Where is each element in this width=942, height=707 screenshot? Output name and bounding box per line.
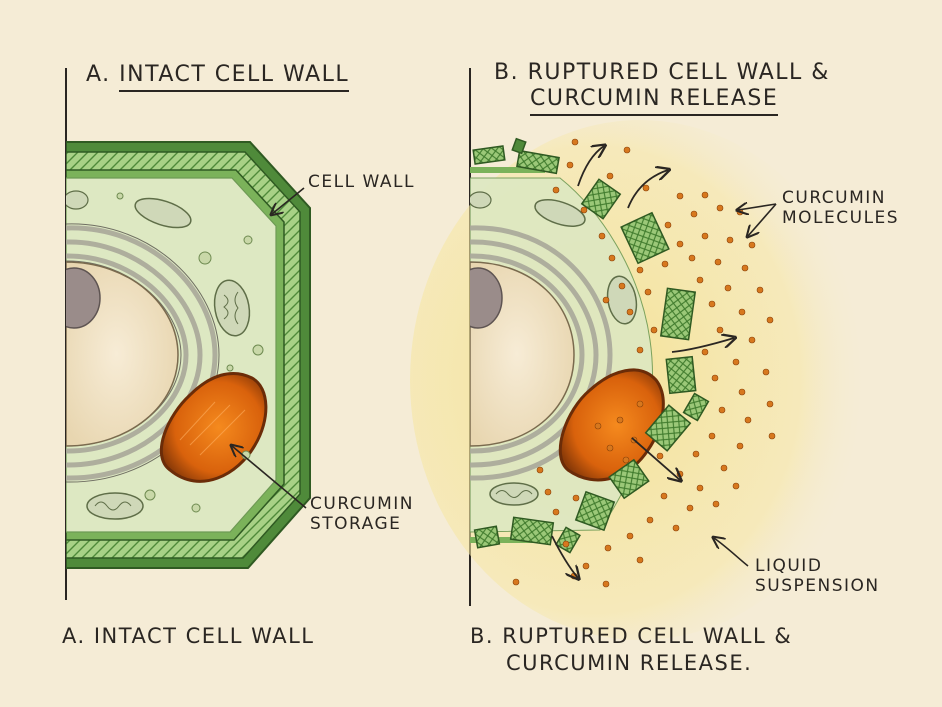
liquid-pointer (714, 538, 749, 567)
panel-b-caption: B. RUPTURED CELL WALL & CURCUMIN RELEASE… (470, 624, 792, 676)
intact-mitochondria (66, 190, 251, 520)
label-curcumin-molecules-line1: CURCUMIN (782, 188, 886, 208)
label-liquid-suspension: LIQUID SUSPENSION (755, 556, 880, 597)
panel-b-title-line1: B. RUPTURED CELL WALL & (494, 60, 830, 85)
label-curcumin-storage: CURCUMIN STORAGE (310, 494, 414, 535)
intact-curcumin-texture (179, 401, 246, 456)
cell-wall-pointer (272, 187, 305, 214)
panel-b-title-line2-wrap: CURCUMIN RELEASE (530, 86, 830, 117)
label-curcumin-molecules-line2: MOLECULES (782, 208, 900, 229)
label-curcumin-storage-line1: CURCUMIN (310, 494, 414, 514)
label-liquid-suspension-line1: LIQUID (755, 556, 823, 576)
ruptured-nucleolus (470, 267, 503, 329)
panel-a-title-prefix: A. (86, 62, 111, 87)
panel-b-caption-line2: CURCUMIN RELEASE. (506, 651, 753, 676)
release-arrows (551, 146, 734, 578)
panel-a-title: A. INTACT CELL WALL (86, 62, 350, 92)
panel-b-title-line2: CURCUMIN RELEASE (530, 86, 779, 117)
intact-nucleolus (66, 267, 101, 329)
ruptured-cell (470, 167, 665, 543)
label-curcumin-storage-line2: STORAGE (310, 514, 402, 535)
panel-a-caption: A. INTACT CELL WALL (62, 624, 315, 648)
curcumin-molecules (512, 138, 776, 588)
ruptured-er (470, 225, 613, 481)
molecule-pointers (738, 204, 777, 236)
intact-cell (66, 141, 311, 569)
curcumin-storage-pointer (232, 446, 307, 509)
intact-er (66, 225, 218, 481)
panel-b-title: B. RUPTURED CELL WALL & CURCUMIN RELEASE (494, 60, 830, 117)
label-curcumin-molecules: CURCUMIN MOLECULES (782, 188, 899, 229)
label-liquid-suspension-line2: SUSPENSION (755, 576, 880, 597)
panel-a-title-text: INTACT CELL WALL (119, 62, 350, 92)
ruptured-mitochondria (470, 191, 638, 506)
wall-fragments (472, 137, 710, 554)
label-cell-wall: CELL WALL (308, 172, 415, 192)
panel-b-caption-line1: B. RUPTURED CELL WALL & (470, 624, 793, 648)
